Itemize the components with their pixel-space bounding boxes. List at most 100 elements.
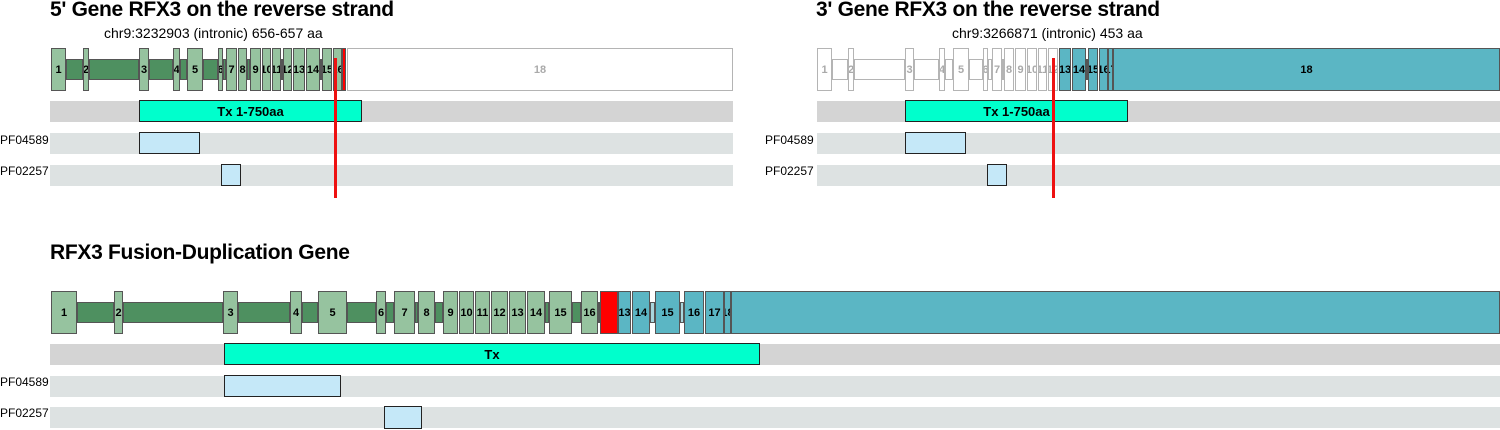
intron [1002, 58, 1004, 81]
exon-1: 1 [51, 291, 77, 334]
exon-10: 10 [459, 291, 474, 334]
exon-3: 3 [223, 291, 238, 334]
intron [650, 301, 655, 324]
exon-5: 5 [318, 291, 347, 334]
intron [180, 58, 187, 81]
domain-pf04589 [905, 132, 966, 154]
exon-9: 9 [250, 48, 261, 91]
intron [435, 301, 443, 324]
exon-9: 9 [443, 291, 458, 334]
domain-pf02257 [221, 164, 241, 186]
intron [302, 301, 318, 324]
exon-3: 3 [139, 48, 149, 91]
intron [969, 58, 983, 81]
exon-18: 18 [347, 48, 733, 91]
exon-15: 15 [549, 291, 572, 334]
exon-10: 10 [1027, 48, 1037, 91]
intron [77, 301, 114, 324]
exon-11: 11 [475, 291, 490, 334]
panel-title: 3' Gene RFX3 on the reverse strand [816, 0, 1160, 21]
exon-2: 2 [114, 291, 123, 334]
intron [386, 301, 394, 324]
exon-1: 1 [817, 48, 832, 91]
domain-track-pf02257 [50, 165, 733, 186]
intron [149, 58, 173, 81]
panel-3prime-gene: 3' Gene RFX3 on the reverse strand chr9:… [0, 0, 1500, 200]
exon-3: 3 [905, 48, 914, 91]
exon-13: 13 [509, 291, 526, 334]
exon-blank [731, 291, 1500, 334]
exon-2: 2 [83, 48, 89, 91]
panel-5prime-gene: 5' Gene RFX3 on the reverse strand chr9:… [0, 0, 740, 200]
exon-18: 18 [724, 291, 731, 334]
exon-14: 14 [1072, 48, 1086, 91]
exon-15: 15 [655, 291, 680, 334]
exon-5: 5 [953, 48, 969, 91]
exon-2: 2 [848, 48, 854, 91]
panel-title: 5' Gene RFX3 on the reverse strand [50, 0, 394, 21]
domain-track-pf04589 [50, 376, 1500, 397]
exon-10: 10 [262, 48, 271, 91]
intron [1086, 58, 1088, 81]
breakpoint-line [334, 58, 337, 198]
intron [572, 301, 581, 324]
exon-11: 11 [272, 48, 281, 91]
exon-blank [342, 48, 346, 91]
intron [223, 58, 226, 81]
domain-track-pf04589 [50, 133, 733, 154]
domain-pf02257 [987, 164, 1007, 186]
exon-13: 13 [293, 48, 305, 91]
intron [914, 58, 939, 81]
transcript-label: Tx 1-750aa [217, 103, 284, 119]
intron [123, 301, 223, 324]
exon-13: 13 [618, 291, 631, 334]
intron [680, 301, 684, 324]
exon-9: 9 [1015, 48, 1026, 91]
exon-7: 7 [226, 48, 237, 91]
transcript-bar: Tx 1-750aa [139, 100, 362, 122]
transcript-label: Tx 1-750aa [983, 103, 1050, 119]
intron [203, 58, 218, 81]
intron [988, 58, 992, 81]
domain-label-pf02257: PF02257 [0, 164, 49, 178]
domain-track-pf02257 [50, 407, 1500, 428]
domain-label-pf02257: PF02257 [765, 164, 814, 178]
domain-label-pf04589: PF04589 [0, 133, 49, 147]
exon-6: 6 [983, 48, 988, 91]
transcript-bar: Tx 1-750aa [905, 100, 1128, 122]
exon-15: 15 [1088, 48, 1098, 91]
intron [945, 58, 953, 81]
exon-16: 16 [1099, 48, 1108, 91]
intron [347, 301, 376, 324]
exon-7: 7 [992, 48, 1002, 91]
panel-title: RFX3 Fusion-Duplication Gene [50, 241, 350, 264]
intron [320, 58, 322, 81]
exon-4: 4 [290, 291, 302, 334]
exon-16: 16 [684, 291, 704, 334]
breakpoint-line [1052, 58, 1055, 198]
intron [247, 58, 250, 81]
exon-1: 1 [51, 48, 66, 91]
panel-subtitle: chr9:3266871 (intronic) 453 aa [952, 25, 1143, 41]
exon-13: 13 [1059, 48, 1071, 91]
intron [854, 58, 905, 81]
exon-8: 8 [238, 48, 247, 91]
exon-8: 8 [418, 291, 435, 334]
panel-subtitle: chr9:3232903 (intronic) 656-657 aa [104, 25, 323, 41]
domain-label-pf04589: PF04589 [0, 375, 49, 389]
exon-14: 14 [527, 291, 545, 334]
exon-12: 12 [283, 48, 292, 91]
exon-track: 123456789101112131415161718 [0, 0, 1500, 200]
exon-4: 4 [939, 48, 945, 91]
domain-track-pf04589 [817, 133, 1500, 154]
exon-8: 8 [1004, 48, 1014, 91]
intron [238, 301, 290, 324]
exon-7: 7 [394, 291, 415, 334]
domain-label-pf04589: PF04589 [765, 133, 814, 147]
exon-16: 16 [581, 291, 598, 334]
exon-14: 14 [632, 291, 650, 334]
exon-5: 5 [187, 48, 203, 91]
intron [832, 58, 848, 81]
